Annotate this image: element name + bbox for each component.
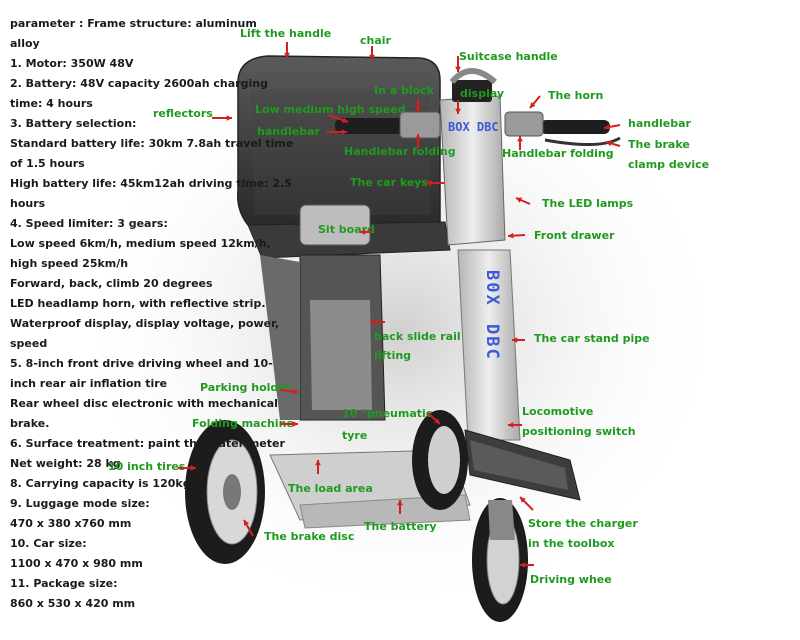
callout-the-horn: The horn: [548, 89, 604, 102]
callout-folding-machine: Folding machine: [192, 417, 294, 430]
callout-suitcase-handle: Suitcase handle: [459, 50, 558, 63]
watermark-handlebar: BOX DBC: [448, 120, 499, 134]
spec-line: Waterproof display, display voltage, pow…: [10, 317, 280, 330]
callout-handlebar-right: handlebar: [628, 117, 691, 130]
callout-back-slide-rail: back slide rail: [374, 330, 461, 343]
callout-car-stand-pipe: The car stand pipe: [534, 332, 650, 345]
spec-line: 11. Package size:: [10, 577, 118, 590]
callout-car-keys: The car keys: [350, 176, 429, 189]
callout-handlebar-folding-left: Handlebar folding: [344, 145, 456, 158]
callout-lift-handle: Lift the handle: [240, 27, 332, 40]
spec-line: 470 x 380 x760 mm: [10, 517, 132, 530]
spec-line: 2. Battery: 48V capacity 2600ah charging: [10, 77, 268, 90]
callout-parking-holder: Parking holder: [200, 381, 292, 394]
spec-line: LED headlamp horn, with reflective strip…: [10, 297, 266, 310]
callout-store-charger-line2: in the toolbox: [528, 537, 615, 550]
spec-line: 8. Carrying capacity is 120kg: [10, 477, 191, 490]
spec-line: 1100 x 470 x 980 mm: [10, 557, 143, 570]
callout-load-area: The load area: [288, 482, 373, 495]
spec-line: 10. Car size:: [10, 537, 87, 550]
spec-line: hours: [10, 197, 46, 210]
right-handlebar: [540, 120, 610, 134]
spec-line: Standard battery life: 30km 7.8ah travel…: [10, 137, 294, 150]
spec-line: inch rear air inflation tire: [10, 377, 168, 390]
callout-handlebar-folding-right: Handlebar folding: [502, 147, 614, 160]
callout-in-a-block: In a block: [374, 84, 435, 97]
chair-back: [236, 55, 441, 226]
watermark-stem-line2: DBC: [482, 324, 502, 361]
callout-pneumatic-line1: 10 "pneumatic: [342, 407, 433, 420]
spec-line: High battery life: 45km12ah driving time…: [10, 177, 292, 190]
spec-line: Low speed 6km/h, medium speed 12km/h,: [10, 237, 271, 250]
spec-line: parameter : Frame structure: aluminum: [10, 17, 257, 30]
callout-led-lamps: The LED lamps: [542, 197, 634, 210]
callout-locomotive-line1: Locomotive: [522, 405, 594, 418]
spec-line: 9. Luggage mode size:: [10, 497, 150, 510]
spec-line: 6. Surface treatment: paint the water me…: [10, 437, 285, 450]
callout-front-drawer: Front drawer: [534, 229, 615, 242]
spec-line: high speed 25km/h: [10, 257, 129, 270]
spec-line: of 1.5 hours: [10, 157, 85, 170]
front-head: [439, 95, 506, 246]
spec-line: brake.: [10, 417, 50, 430]
callout-store-charger-line1: Store the charger: [528, 517, 638, 530]
spec-line: speed: [10, 337, 48, 350]
callout-handlebar-left: handlebar: [257, 125, 320, 138]
left-handlebar: [335, 118, 405, 134]
callout-reflectors: reflectors: [153, 107, 213, 120]
spec-line: Rear wheel disc electronic with mechanic…: [10, 397, 278, 410]
callout-brake-disc: The brake disc: [264, 530, 355, 543]
callout-sit-board: Sit board: [318, 223, 375, 236]
callout-brake-line1: The brake: [628, 138, 690, 151]
spec-line: alloy: [10, 37, 40, 50]
spec-line: Net weight: 28 kg: [10, 457, 121, 470]
callout-ten-inch-tires: 10 inch tires: [108, 460, 186, 473]
callout-lifting: lifting: [374, 349, 412, 362]
spec-line: 4. Speed limiter: 3 gears:: [10, 217, 168, 230]
spec-line: time: 4 hours: [10, 97, 93, 110]
spec-line: Forward, back, climb 20 degrees: [10, 277, 213, 290]
spec-line: 1. Motor: 350W 48V: [10, 57, 134, 70]
callout-display: display: [460, 87, 505, 100]
callout-locomotive-line2: positioning switch: [522, 425, 636, 438]
callout-brake-line2: clamp device: [628, 158, 710, 171]
spec-line: 3. Battery selection:: [10, 117, 137, 130]
spec-line: 5. 8-inch front drive driving wheel and …: [10, 357, 273, 370]
watermark-stem-line1: B0X: [482, 270, 502, 307]
callout-speed-modes: Low medium high speed: [255, 103, 406, 116]
callout-the-battery: The battery: [364, 520, 437, 533]
callout-driving-wheel: Driving whee: [530, 573, 612, 586]
spec-sheet: parameter : Frame structure: aluminum all…: [10, 14, 294, 614]
stand-pipe: [457, 249, 521, 441]
callout-pneumatic-line2: tyre: [342, 429, 368, 442]
spec-line: 860 x 530 x 420 mm: [10, 597, 136, 610]
callout-chair: chair: [360, 34, 391, 47]
